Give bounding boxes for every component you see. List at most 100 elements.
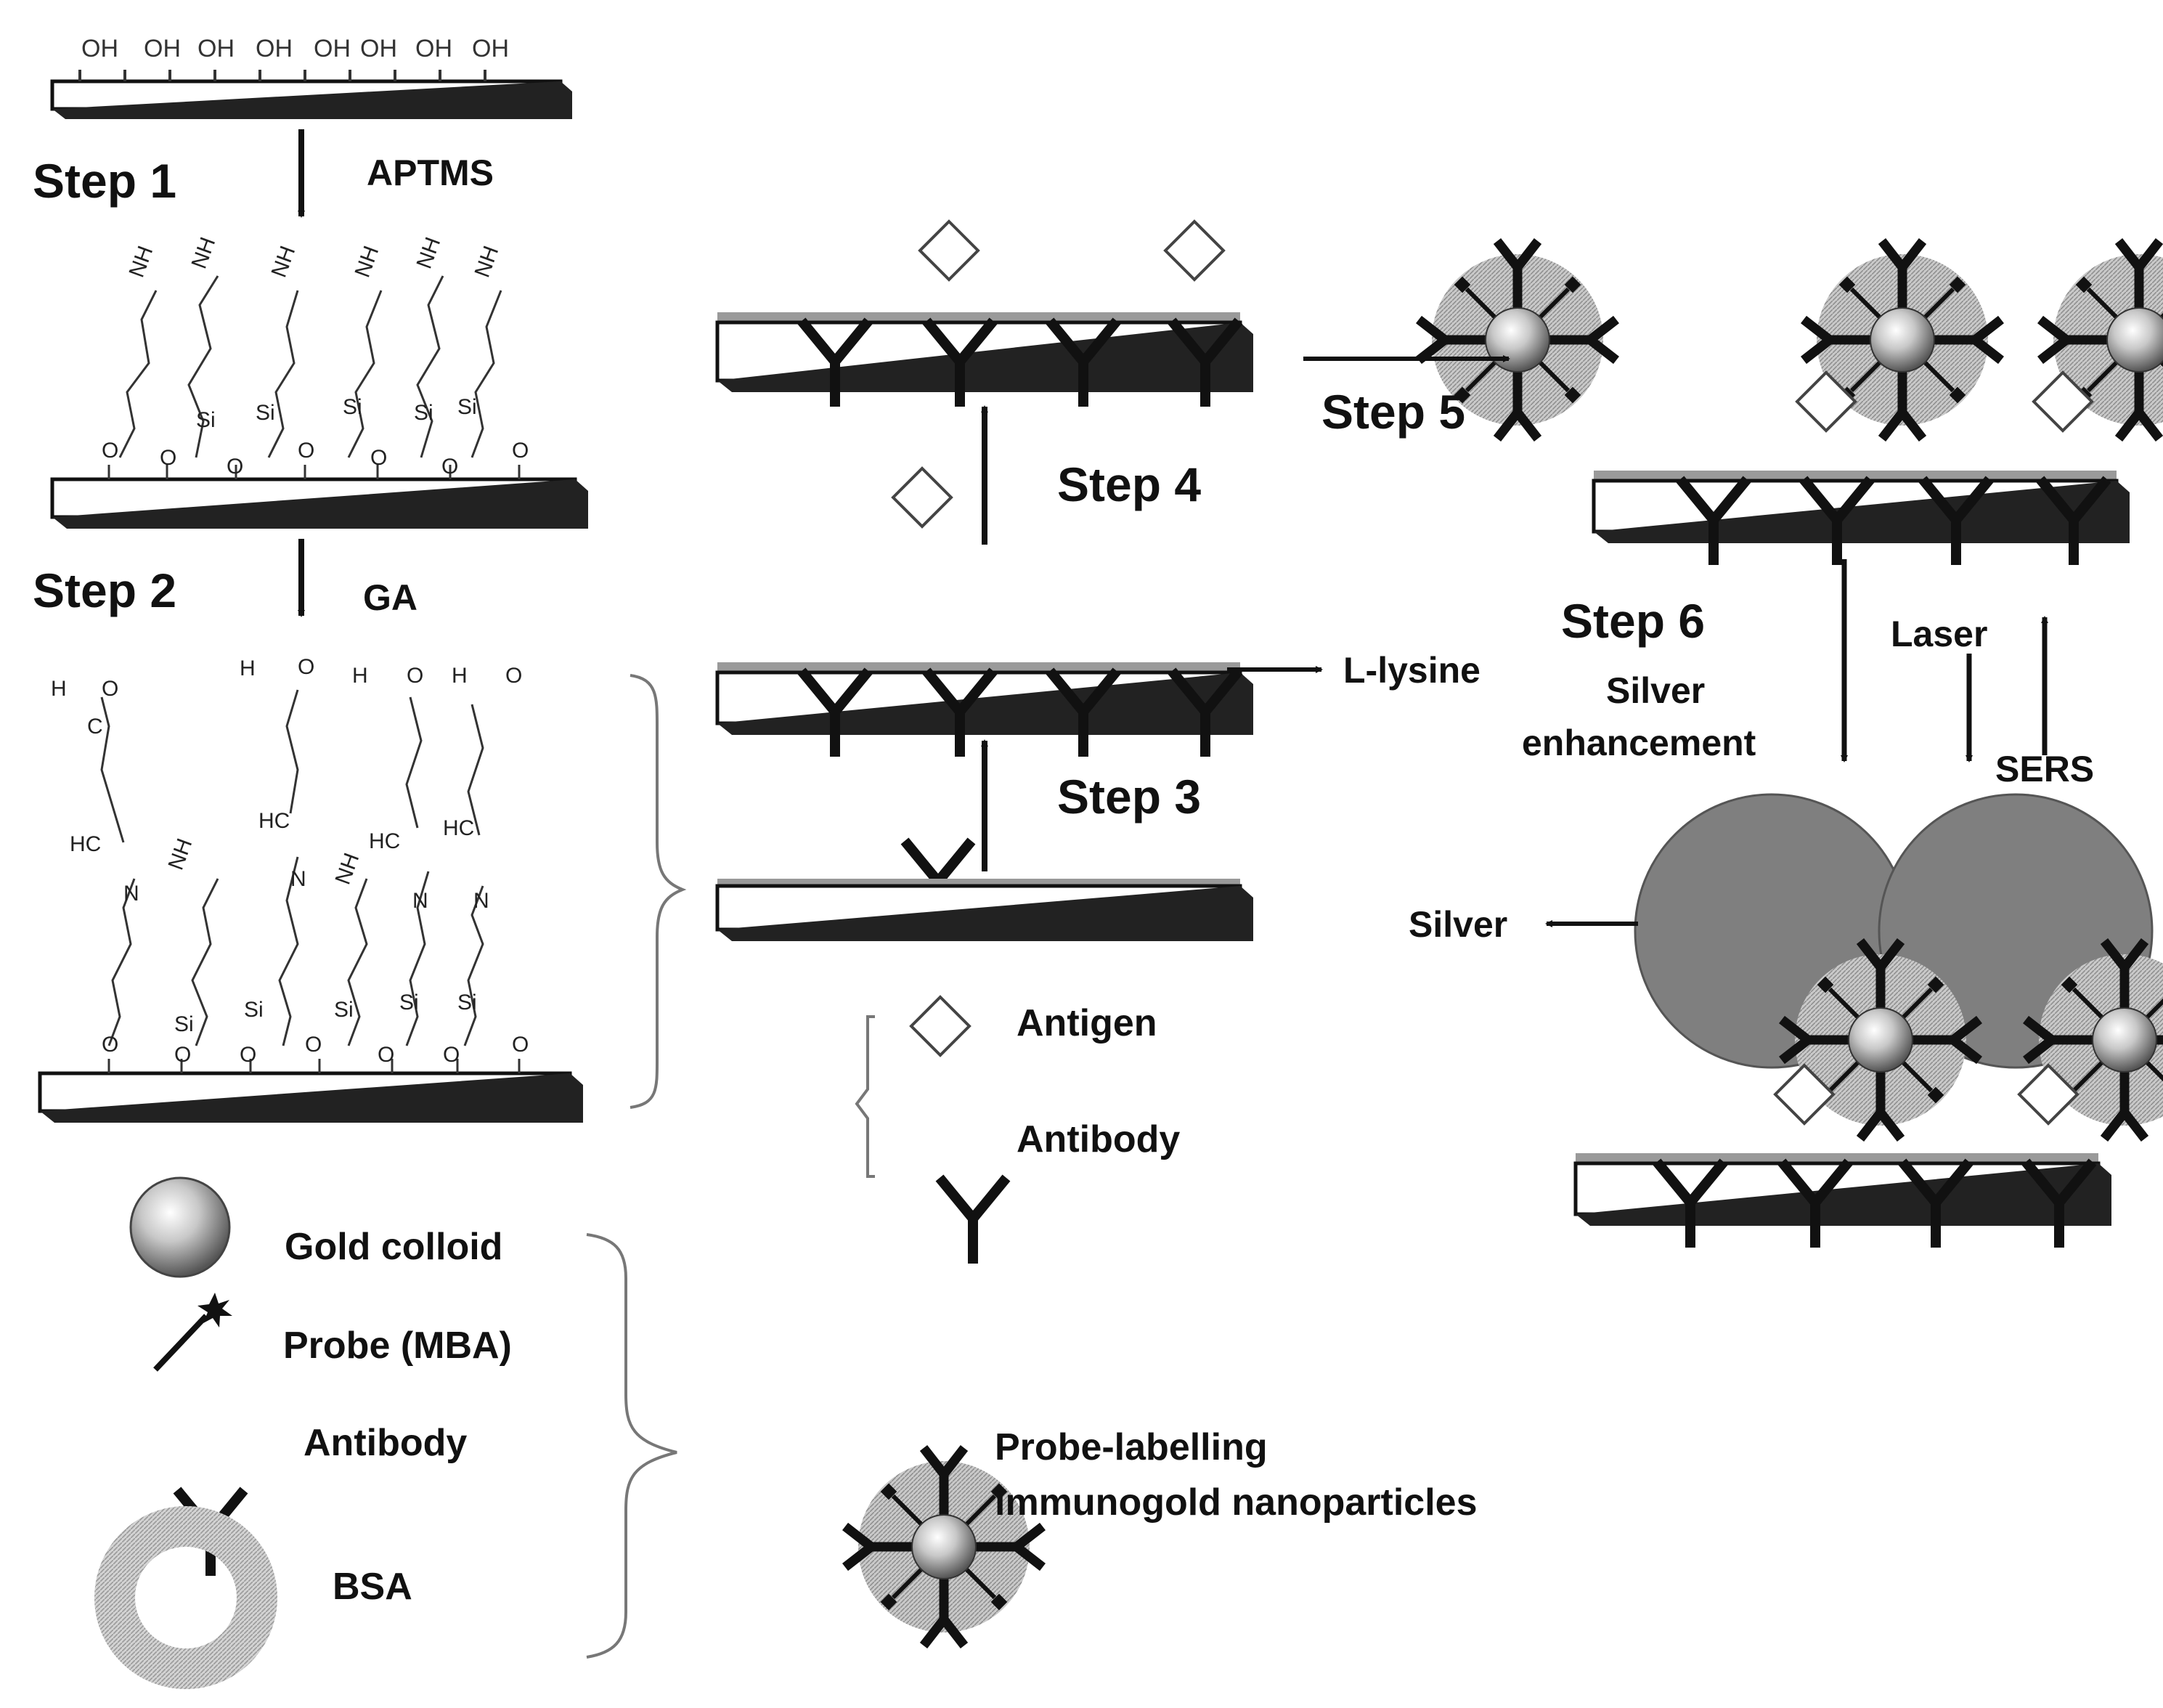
si-label: Si: [174, 1012, 194, 1036]
si-label: Si: [256, 401, 275, 425]
antigen-icon: [918, 220, 979, 281]
legend-probe-label: Probe (MBA): [283, 1325, 512, 1367]
oh-label: OH: [360, 35, 397, 62]
o-label: O: [227, 455, 243, 479]
si-label: Si: [414, 401, 433, 425]
oh-label: OH: [256, 35, 293, 62]
nh2-label: NH: [164, 835, 197, 873]
si-label: Si: [399, 991, 419, 1014]
h-label: H: [452, 664, 468, 688]
oh-label: OH: [144, 35, 181, 62]
nh2-label: NH: [351, 243, 384, 280]
oh-label: OH: [81, 35, 118, 62]
step6-label: Step 6: [1561, 594, 1705, 648]
antigen-bound-substrate: [715, 220, 1253, 407]
o-label: O: [407, 664, 423, 688]
nh2-label: NH: [187, 234, 221, 272]
brace-ga-to-substrate: [630, 674, 687, 1109]
probe-icon: [153, 1293, 232, 1372]
oh-label: OH: [314, 35, 351, 62]
nh2-label: NH: [267, 243, 301, 280]
legend-result-label-2: immunogold nanoparticles: [995, 1481, 1478, 1524]
antibody-substrate: [715, 662, 1253, 757]
nh2-label: NH: [125, 243, 158, 280]
antibody-icon: [940, 1178, 1006, 1264]
si-label: Si: [196, 408, 216, 432]
bsa-icon: [94, 1506, 277, 1689]
l-lysine-label: L-lysine: [1343, 650, 1480, 691]
n-label: N: [123, 882, 139, 906]
silver-enhanced-substrate: [1573, 793, 2163, 1248]
h-label: H: [352, 664, 368, 688]
step5-label: Step 5: [1321, 385, 1465, 439]
silver-enhancement-label-2: enhancement: [1522, 723, 1756, 763]
hc-label: HC: [258, 809, 290, 833]
c-label: C: [87, 715, 103, 739]
legend-antibody-label: Antibody: [1017, 1118, 1180, 1160]
antigen-icon: [1164, 220, 1225, 281]
legend-result-label-1: Probe-labelling: [995, 1426, 1268, 1468]
h-label: H: [240, 656, 256, 680]
o-label: O: [305, 1033, 322, 1057]
o-label: O: [174, 1043, 191, 1067]
legend-antigen-label: Antigen: [1017, 1002, 1157, 1044]
hc-label: HC: [70, 832, 101, 856]
o-label: O: [102, 1033, 118, 1057]
antigen-icon: [910, 996, 971, 1057]
si-label: Si: [343, 395, 362, 419]
o-label: O: [298, 655, 314, 679]
legend-bsa-label: BSA: [333, 1566, 412, 1608]
o-label: O: [378, 1043, 394, 1067]
antigen-icon: [892, 467, 953, 528]
si-label: Si: [244, 998, 264, 1022]
nh2-label: NH: [471, 243, 504, 280]
oh-label: OH: [197, 35, 235, 62]
brace-bottom-legend: [586, 1233, 677, 1659]
brace-mid-legend: [855, 1015, 875, 1178]
o-label: O: [443, 1043, 460, 1067]
o-label: O: [160, 446, 176, 470]
step2-label: Step 2: [33, 564, 176, 617]
legend-antibody-bottom-label: Antibody: [304, 1422, 467, 1464]
silver-label: Silver: [1409, 904, 1507, 945]
o-label: O: [505, 664, 522, 688]
silver-enhancement-label-1: Silver: [1606, 670, 1705, 711]
si-label: Si: [334, 998, 354, 1022]
h-label: H: [51, 677, 67, 701]
legend-gold-label: Gold colloid: [285, 1226, 502, 1268]
gold-colloid-icon: [129, 1176, 231, 1278]
hc-label: HC: [443, 816, 474, 840]
o-label: O: [240, 1043, 256, 1067]
oh-label: OH: [472, 35, 509, 62]
o-label: O: [441, 455, 458, 479]
step1-label: Step 1: [33, 154, 176, 208]
immunogold-particle: [845, 1448, 1043, 1646]
ga-label: GA: [363, 577, 417, 618]
hc-label: HC: [369, 829, 400, 853]
si-label: Si: [457, 991, 477, 1014]
oh-label: OH: [415, 35, 452, 62]
ga-surface: H C O HC N NH H O HC N NH H O HC N H O H…: [38, 655, 583, 1123]
nh2-label: NH: [412, 234, 446, 272]
step4-label: Step 4: [1057, 458, 1201, 511]
labelled-substrate: [1592, 241, 2163, 565]
aptms-label: APTMS: [367, 152, 494, 193]
sers-label: SERS: [1995, 749, 2094, 789]
o-label: O: [102, 677, 118, 701]
step3-label: Step 3: [1057, 770, 1201, 824]
n-label: N: [473, 889, 489, 913]
laser-label: Laser: [1891, 614, 1987, 654]
n-label: N: [290, 867, 306, 891]
o-label: O: [102, 439, 118, 463]
o-label: O: [370, 446, 387, 470]
bare-substrate: [715, 879, 1253, 941]
o-label: O: [512, 1033, 529, 1057]
n-label: N: [412, 889, 428, 913]
nh2-label: NH: [331, 850, 364, 887]
o-label: O: [512, 439, 529, 463]
si-label: Si: [457, 395, 477, 419]
aptms-surface: NH NH NH NH NH NH Si Si Si Si Si O O O O…: [50, 234, 588, 529]
hydroxyl-surface: OH OH OH OH OH OH OH OH: [50, 35, 572, 119]
o-label: O: [298, 439, 314, 463]
